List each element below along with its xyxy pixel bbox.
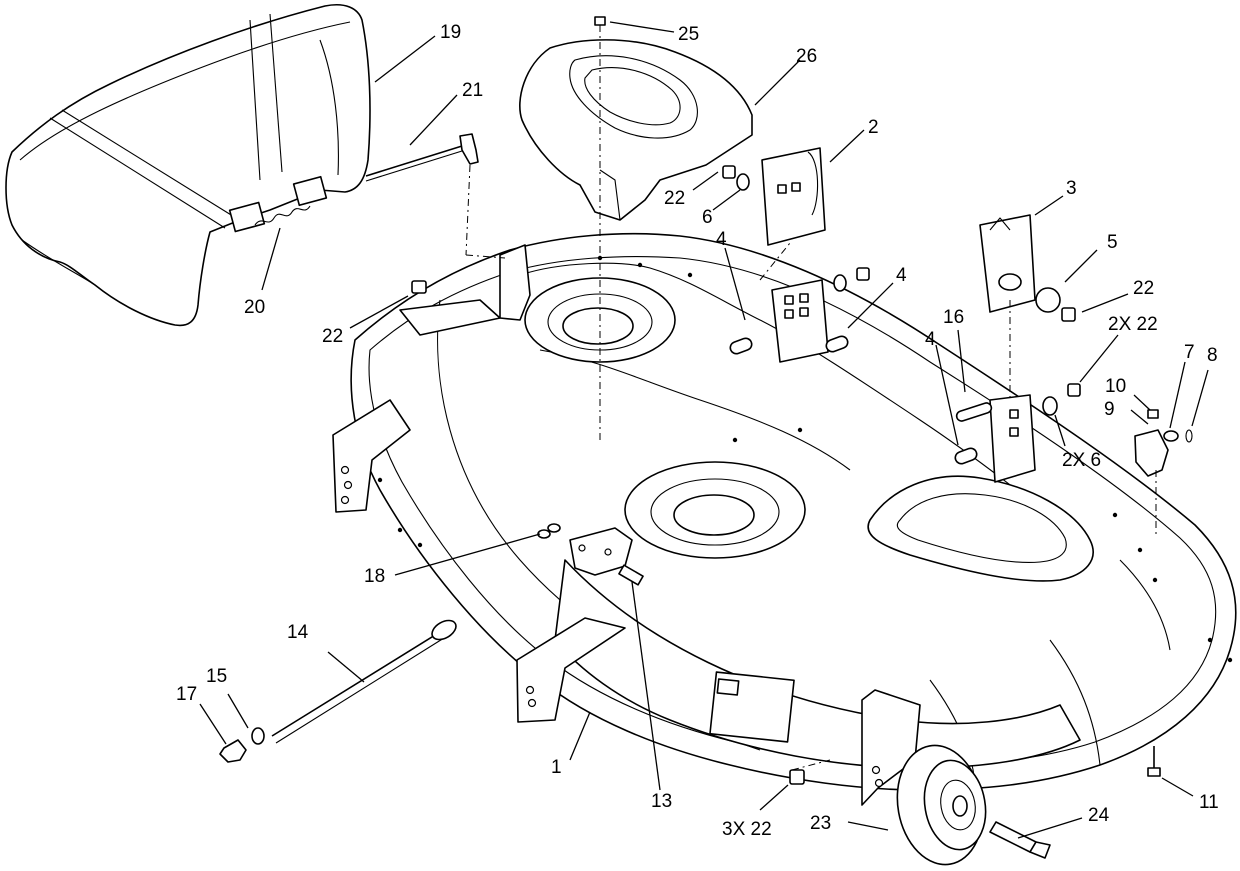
callout-2x22: 2X 22: [1108, 314, 1158, 335]
deck-lift-rod: [219, 619, 457, 763]
callout-8: 8: [1207, 345, 1218, 366]
washers-and-nuts: [411, 165, 1081, 785]
discharge-chute: [5, 4, 371, 327]
idler-bracket-2: [761, 147, 826, 246]
pins: [729, 335, 993, 465]
callout-9: 9: [1104, 399, 1115, 420]
callout-11: 11: [1199, 792, 1219, 813]
belt-cover: [519, 39, 753, 221]
deck-bracket-left: [771, 279, 829, 363]
bolt-11: [1147, 746, 1161, 777]
callout-18: 18: [364, 566, 385, 587]
bolt-25: [594, 16, 606, 26]
callout-14: 14: [287, 622, 309, 643]
center-mount-bracket-13: [569, 527, 644, 586]
clip-18: [537, 523, 561, 539]
callout-17: 17: [176, 684, 197, 705]
callout-2: 2: [868, 117, 879, 138]
callout-labels: 1 2 3 4 4 4 5 6 7 8 9 10 11 13 14 15 16 …: [176, 22, 1219, 840]
callout-2x6: 2X 6: [1062, 450, 1101, 471]
callout-13: 13: [651, 791, 672, 812]
callout-24: 24: [1088, 805, 1110, 826]
callout-6: 6: [702, 207, 713, 228]
callout-10: 10: [1105, 376, 1126, 397]
callout-25: 25: [678, 24, 699, 45]
callout-22c: 22: [1133, 278, 1154, 299]
callout-16: 16: [943, 307, 964, 328]
callout-19: 19: [440, 22, 461, 43]
chute-pivot-spring: [228, 175, 328, 233]
fitting-7-10: [1134, 409, 1193, 477]
callout-15: 15: [206, 666, 227, 687]
rear-left-bracket: [332, 399, 411, 513]
callout-4a: 4: [716, 229, 727, 250]
callout-22a: 22: [664, 188, 685, 209]
callout-26: 26: [796, 46, 817, 67]
deck-chute-mount: [399, 244, 531, 336]
callout-3x22: 3X 22: [722, 819, 772, 840]
deck-bracket-right: [989, 394, 1036, 483]
callout-22b: 22: [322, 326, 343, 347]
callout-21: 21: [462, 80, 483, 101]
wheel-bolt: [989, 821, 1051, 859]
callout-20: 20: [244, 297, 265, 318]
idler-bracket-3: [979, 214, 1036, 313]
callout-23: 23: [810, 813, 831, 834]
callout-4c: 4: [925, 329, 936, 350]
callout-4b: 4: [896, 265, 907, 286]
callout-1: 1: [551, 757, 562, 778]
leader-lines: [199, 21, 1209, 839]
assembly-centerlines: [465, 25, 1157, 771]
callout-7: 7: [1184, 342, 1195, 363]
chute-rod: [365, 133, 479, 182]
callout-3: 3: [1066, 178, 1077, 199]
anti-scalp-wheel: [896, 744, 987, 866]
front-left-bracket: [516, 617, 626, 723]
callout-5: 5: [1107, 232, 1118, 253]
